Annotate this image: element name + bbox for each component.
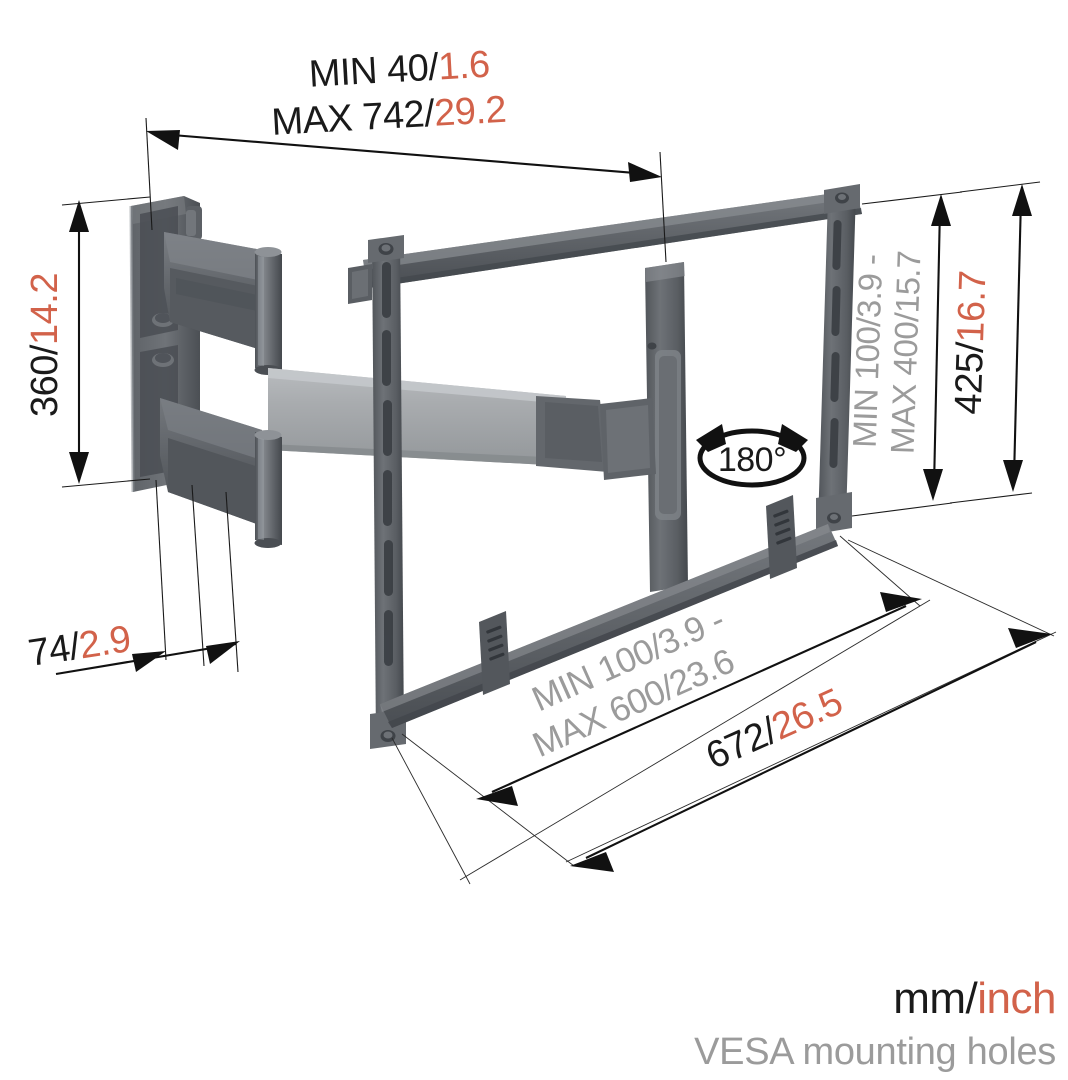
extension-lines-right-vesa (851, 191, 963, 517)
frame-height-mm: 425/ (948, 341, 993, 415)
depth-closed-mm: 74/ (26, 626, 84, 675)
bottom-bar-hooks (479, 495, 797, 695)
label-frame-width: 672/26.5 (700, 681, 849, 778)
vesa-vertical-line1: MIN 100/3.9 - (846, 254, 890, 449)
frame-right-rail (816, 184, 860, 534)
dimension-line-frame-width (570, 628, 1052, 872)
upper-arm (164, 232, 268, 352)
extension-lines-right-frame (949, 181, 1041, 504)
legend-vesa-caption: VESA mounting holes (694, 1031, 1056, 1073)
depth-extension-line2-inch: 29.2 (433, 89, 507, 135)
frame-left-rail-slots (382, 262, 393, 666)
wall-plate-height-mm: 360/ (24, 344, 66, 417)
dimension-line-vesa-vertical (923, 194, 951, 501)
upper-hinge (254, 247, 282, 375)
dimension-line-vesa-horizontal (476, 592, 922, 806)
svg-text:MAX 742/29.2: MAX 742/29.2 (270, 89, 507, 144)
rotation-180-icon: 180° (696, 424, 808, 488)
label-depth-closed: 74/2.9 (26, 618, 134, 675)
frame-right-rail-slots (829, 220, 842, 468)
extension-lines-bottom-perspective (391, 535, 1057, 885)
svg-text:360/14.2: 360/14.2 (24, 273, 66, 417)
dimension-line-frame-height (1003, 184, 1032, 492)
wall-plate-height-inch: 14.2 (24, 273, 66, 345)
svg-text:672/26.5: 672/26.5 (700, 681, 849, 778)
label-vesa-vertical: MIN 100/3.9 - MAX 400/15.7 (846, 250, 928, 454)
svg-text:425/16.7: 425/16.7 (948, 270, 995, 415)
extension-lines-left (61, 196, 151, 488)
legend-units-mm: mm (893, 974, 965, 1023)
lower-arm (160, 398, 268, 528)
label-wall-plate-height: 360/14.2 (24, 273, 66, 417)
vesa-vertical-line2: MAX 400/15.7 (883, 250, 927, 454)
legend-units-inch: inch (977, 974, 1056, 1023)
legend-units-slash: / (966, 974, 979, 1023)
lower-hinge (254, 430, 282, 548)
svg-text:MIN 40/1.6: MIN 40/1.6 (308, 44, 491, 96)
frame-tilt-bracket (600, 398, 656, 480)
svg-text:74/2.9: 74/2.9 (26, 618, 134, 675)
legend-units: mm/inch (893, 974, 1056, 1023)
label-frame-height: 425/16.7 (948, 270, 995, 415)
depth-closed-inch: 2.9 (76, 618, 133, 667)
frame-left-rail (348, 235, 406, 749)
frame-height-inch: 16.7 (950, 270, 994, 343)
dimension-line-wall-plate-height (69, 200, 89, 484)
depth-extension-line2-mm: MAX 742/ (270, 93, 436, 144)
frame-centre-post (645, 262, 688, 592)
label-depth-extension: MIN 40/1.6 MAX 742/29.2 (270, 44, 507, 144)
extension-arm (268, 368, 608, 472)
extension-lines-top (145, 117, 667, 263)
dimension-line-depth-closed (55, 641, 240, 676)
rotation-180-label: 180° (718, 441, 786, 479)
depth-extension-line1-inch: 1.6 (437, 44, 491, 89)
product-illustration (129, 184, 862, 749)
frame-bottom-bar (380, 495, 838, 728)
svg-text:mm/inch: mm/inch (893, 974, 1056, 1023)
dimension-line-depth-extension (146, 130, 662, 182)
frame-top-bar (363, 190, 862, 288)
legend-vesa-text: VESA mounting holes (694, 1031, 1056, 1073)
depth-extension-line1-mm: MIN 40/ (308, 46, 441, 95)
